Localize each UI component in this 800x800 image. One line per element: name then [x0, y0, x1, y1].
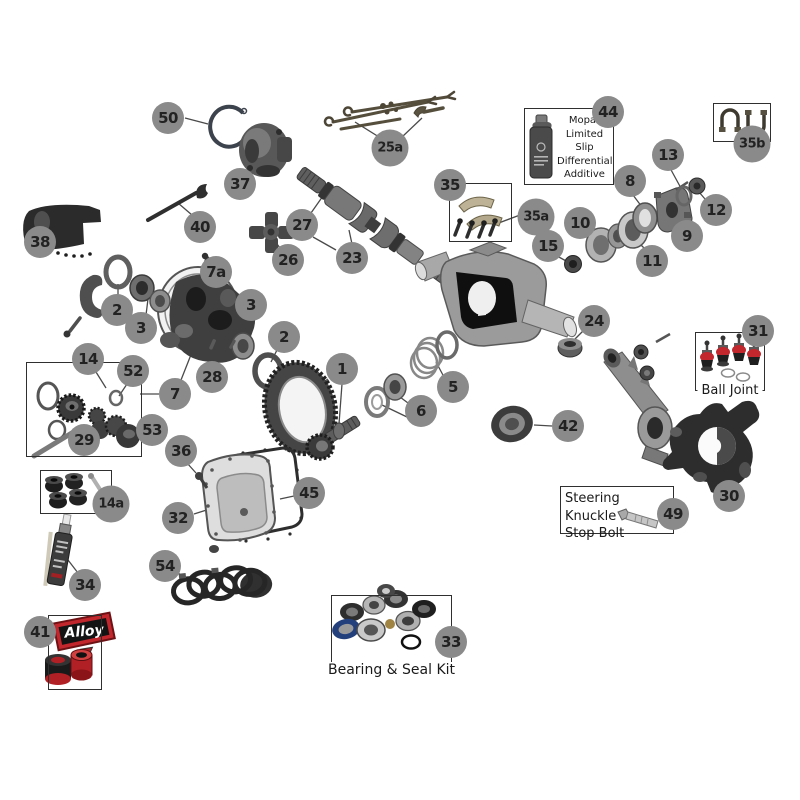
callout-3[interactable]: 3	[125, 312, 157, 344]
axle-tube-seal	[491, 405, 533, 443]
mopar-additive-box: Mopar Limited Slip Differential Additive	[524, 108, 614, 185]
callout-54[interactable]: 54	[149, 550, 181, 582]
alloy-bushings	[45, 649, 93, 685]
rtv-sealant-tube	[43, 513, 73, 587]
hub-assembly	[239, 123, 292, 177]
steering-stop-bolt-box: Steering Knuckle Stop Bolt	[560, 486, 674, 541]
callout-7[interactable]: 7	[159, 378, 191, 410]
mopar-bottle	[529, 114, 553, 179]
mopar-additive-label: Mopar Limited Slip Differential Additive	[557, 115, 613, 180]
bearing-seal-kit-label: Bearing & Seal Kit	[324, 662, 459, 679]
alloy-logo: Alloy	[52, 611, 116, 660]
spider-gear-set	[31, 381, 140, 459]
callout-35[interactable]: 35	[434, 169, 466, 201]
callout-10[interactable]: 10	[564, 207, 596, 239]
callout-1[interactable]: 1	[326, 353, 358, 385]
ball-joint-label: Ball Joint	[697, 383, 763, 399]
callout-14a[interactable]: 14a	[92, 485, 130, 523]
callout-44[interactable]: 44	[592, 96, 624, 128]
clutch-discs	[170, 565, 273, 606]
pinion-bearing-set	[364, 330, 459, 418]
callout-6[interactable]: 6	[405, 395, 437, 427]
callout-30[interactable]: 30	[713, 480, 745, 512]
callout-2[interactable]: 2	[268, 321, 300, 353]
callout-3[interactable]: 3	[235, 289, 267, 321]
steering-knuckle	[662, 400, 760, 494]
callout-50[interactable]: 50	[152, 102, 184, 134]
alloy-kit-box	[48, 615, 102, 690]
callout-45[interactable]: 45	[293, 477, 325, 509]
callout-36[interactable]: 36	[165, 435, 197, 467]
callout-25a[interactable]: 25a	[371, 129, 409, 167]
differential-carrier	[157, 252, 256, 363]
callout-35b[interactable]: 35b	[733, 125, 771, 163]
stop-bolt	[617, 508, 659, 529]
u-joint-strap-kit-box	[449, 183, 512, 242]
callout-37[interactable]: 37	[224, 168, 256, 200]
u-joint-straps	[453, 196, 503, 239]
callout-40[interactable]: 40	[184, 211, 216, 243]
callout-41[interactable]: 41	[24, 616, 56, 648]
callout-12[interactable]: 12	[700, 194, 732, 226]
callout-38[interactable]: 38	[24, 226, 56, 258]
axle-shaft-kit	[323, 90, 457, 131]
wrench-tool	[146, 184, 208, 222]
callout-27[interactable]: 27	[286, 209, 318, 241]
alloy-brand-text: Alloy	[63, 622, 105, 642]
callout-49[interactable]: 49	[657, 498, 689, 530]
callout-52[interactable]: 52	[117, 355, 149, 387]
callout-5[interactable]: 5	[437, 371, 469, 403]
callout-13[interactable]: 13	[652, 139, 684, 171]
callout-34[interactable]: 34	[69, 569, 101, 601]
callout-53[interactable]: 53	[136, 414, 168, 446]
callout-14[interactable]: 14	[72, 343, 104, 375]
carrier-bearings-left	[63, 254, 171, 338]
callout-32[interactable]: 32	[162, 502, 194, 534]
callout-9[interactable]: 9	[671, 220, 703, 252]
tube-and-seal	[557, 332, 673, 467]
ball-joints	[700, 333, 761, 382]
callout-42[interactable]: 42	[552, 410, 584, 442]
bearing-seal-kit-parts	[332, 584, 436, 650]
callout-33[interactable]: 33	[435, 626, 467, 658]
axle-housing	[414, 241, 577, 347]
ring-gear-pinion	[261, 359, 361, 461]
callout-7a[interactable]: 7a	[200, 256, 232, 288]
bushing-kit	[45, 473, 103, 509]
callout-31[interactable]: 31	[742, 315, 774, 347]
callout-28[interactable]: 28	[196, 361, 228, 393]
diff-cover-gasket	[195, 446, 304, 553]
callout-35a[interactable]: 35a	[517, 198, 555, 236]
u-joint-cross	[249, 212, 294, 253]
callout-24[interactable]: 24	[578, 305, 610, 337]
bearing-seal-kit-box: Bearing & Seal Kit	[324, 595, 459, 679]
callout-29[interactable]: 29	[68, 424, 100, 456]
callout-11[interactable]: 11	[636, 245, 668, 277]
callout-8[interactable]: 8	[614, 165, 646, 197]
steering-stop-bolt-label: Steering Knuckle Stop Bolt	[565, 491, 625, 542]
ball-joint-kit-box: Ball Joint	[695, 332, 765, 399]
callout-23[interactable]: 23	[336, 242, 368, 274]
callout-26[interactable]: 26	[272, 244, 304, 276]
